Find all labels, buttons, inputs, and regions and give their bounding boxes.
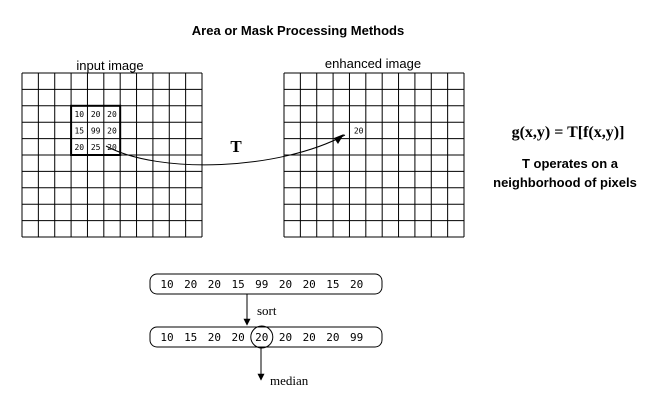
transform-formula: g(x,y) = T[f(x,y)] — [512, 124, 625, 141]
transform-operator-label: T — [230, 137, 242, 156]
enhanced-image-label: enhanced image — [325, 56, 421, 71]
transform-arrow — [105, 134, 346, 166]
unsorted-value: 20 — [279, 278, 292, 291]
mask-pixel-value: 20 — [107, 126, 117, 135]
sorted-value: 20 — [208, 331, 221, 344]
mask-pixel-value: 10 — [74, 110, 84, 119]
enhanced-image-grid: 20 — [283, 72, 465, 238]
sort-label: sort — [257, 303, 277, 318]
operator-note-line-2: neighborhood of pixels — [493, 175, 637, 190]
median-highlight-circle — [250, 325, 274, 349]
unsorted-value: 15 — [231, 278, 244, 291]
input-image-grid: 10 20 20 15 99 20 20 25 20 — [21, 72, 203, 238]
unsorted-value: 10 — [160, 278, 173, 291]
unsorted-value: 15 — [326, 278, 339, 291]
result-pixel-value: 20 — [354, 126, 364, 135]
mask-pixel-value: 25 — [91, 143, 101, 152]
input-image-label: input image — [76, 58, 143, 73]
sorted-value: 20 — [279, 331, 292, 344]
mask-pixel-value: 99 — [91, 126, 101, 135]
mask-pixel-value: 20 — [107, 110, 117, 119]
sorted-value: 20 — [255, 331, 268, 344]
neighborhood-mask-outline — [70, 104, 122, 157]
unsorted-values-row: 10 20 20 15 99 20 20 15 20 — [160, 278, 363, 291]
sorted-value: 20 — [326, 331, 339, 344]
sorted-value: 99 — [350, 331, 363, 344]
unsorted-value: 20 — [350, 278, 363, 291]
unsorted-values-box — [149, 273, 383, 295]
sorted-value: 10 — [160, 331, 173, 344]
mask-pixel-value: 20 — [107, 143, 117, 152]
unsorted-value: 20 — [208, 278, 221, 291]
mask-pixel-value: 15 — [74, 126, 84, 135]
unsorted-value: 20 — [184, 278, 197, 291]
unsorted-value: 99 — [255, 278, 268, 291]
mask-pixel-value: 20 — [91, 110, 101, 119]
median-label: median — [270, 373, 309, 388]
sorted-value: 20 — [303, 331, 316, 344]
operator-note-line-1: T operates on a — [522, 156, 619, 171]
sorted-value: 15 — [184, 331, 197, 344]
unsorted-value: 20 — [303, 278, 316, 291]
sorted-value: 20 — [231, 331, 244, 344]
sorted-values-row: 10 15 20 20 20 20 20 20 99 — [160, 331, 363, 344]
transform-arrowhead — [334, 134, 344, 144]
diagram-title: Area or Mask Processing Methods — [192, 23, 404, 38]
mask-pixel-value: 20 — [74, 143, 84, 152]
